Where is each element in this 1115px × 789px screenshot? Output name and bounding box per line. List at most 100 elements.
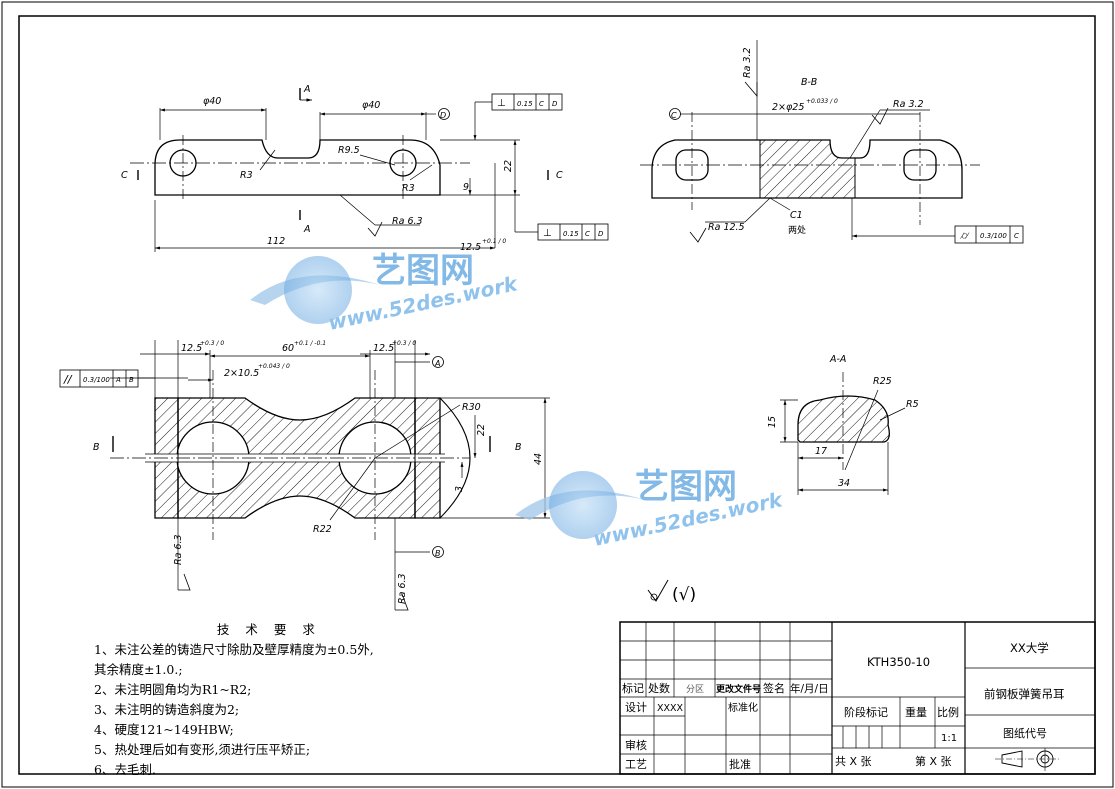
tb-drawing-code: 图纸代号 [1003, 727, 1047, 740]
dim-3: 3 [454, 486, 465, 492]
top-view-labels: φ40 φ40 A A C C R3 R3 R9.5 9 22 112 12.5… [121, 84, 604, 253]
tb-sheet-no: 第 X 张 [915, 754, 952, 768]
fcf-plan-datum2: B [129, 376, 134, 384]
dim-12-5-right-tol: +0.3 / 0 [392, 340, 416, 347]
watermark-brand-upper: 艺图网 [372, 251, 474, 291]
fcf-bottom-tol: 0.15 [563, 230, 579, 238]
tech-req-line-6: 5、热处理后如有变形,须进行压平矫正; [94, 742, 311, 757]
tb-weight: 重量 [905, 705, 927, 719]
tb-count: 处数 [648, 682, 670, 695]
hole-dim-bb: 2×φ25 [772, 102, 804, 113]
tb-code: KTH350-10 [867, 655, 930, 669]
fcf-plan-datum1: A [115, 376, 121, 384]
dim-44: 44 [533, 453, 544, 465]
tb-approve: 批准 [729, 757, 751, 771]
hole-tol-bb: +0.033 / 0 [806, 98, 838, 105]
fcf-top-tol: 0.15 [517, 100, 533, 108]
dim-112: 112 [267, 236, 285, 247]
datum-b: B [435, 549, 441, 558]
section-label-c-right: C [556, 170, 563, 181]
ra-3-2-right: Ra 3.2 [893, 99, 924, 110]
inner-frame [18, 15, 1096, 775]
dim-34: 34 [838, 478, 850, 489]
hole-dim-plan: 2×10.5 [224, 368, 259, 379]
title-block [619, 621, 1096, 775]
watermark-brand-lower: 艺图网 [635, 467, 737, 507]
dim-r5: R5 [906, 399, 919, 410]
general-roughness-note: (√) [672, 585, 696, 605]
datum-a: A [434, 359, 440, 368]
dim-r3-left: R3 [240, 170, 253, 181]
tb-scale: 1:1 [941, 733, 957, 744]
section-aa [780, 372, 906, 495]
fcf-plan-sym: // [63, 373, 73, 386]
dim-12-5-left-tol: +0.3 / 0 [200, 340, 224, 347]
tb-mark: 标记 [622, 681, 644, 695]
datum-d: D [440, 111, 446, 120]
fcf-bottom-sym: ⊥ [543, 228, 552, 239]
tech-req-line-1: 1、未注公差的铸造尺寸除肋及壁厚精度为±0.5外, [94, 642, 374, 657]
fcf-top-sym: ⊥ [497, 98, 506, 109]
watermark-lower: 艺图网 www.52des.work [515, 467, 786, 551]
dim-12-5: 12.5 [460, 242, 481, 253]
dim-r3-right: R3 [402, 183, 415, 194]
plan-view-dims [59, 340, 550, 611]
dim-15: 15 [767, 416, 778, 428]
fcf-bottom-datum1: C [585, 230, 590, 238]
ra-12-5: Ra 12.5 [708, 222, 745, 233]
plan-view [110, 370, 471, 540]
tb-university: XX大学 [1010, 641, 1049, 655]
tb-process: 工艺 [625, 758, 647, 771]
tb-sheets-total: 共 X 张 [835, 755, 872, 768]
top-view [130, 88, 609, 252]
dim-r95: R9.5 [338, 145, 360, 156]
section-aa-labels: A-A R25 R5 15 17 34 [767, 354, 919, 489]
fcf-bb-datum: C [1014, 232, 1019, 240]
tb-change-doc: 更改文件号 [716, 683, 761, 695]
tb-sign: 签名 [763, 681, 785, 695]
chamfer-c1: C1 [790, 210, 803, 221]
ra-6-3-left: Ra 6.3 [173, 534, 184, 565]
tech-req-title: 技 术 要 求 [216, 622, 321, 637]
title-block-text: 标记 处数 分区 更改文件号 签名 年/月/日 设计 XXXX 标准化 审核 工… [622, 641, 1065, 771]
section-bb [640, 40, 1024, 244]
fcf-bottom-datum2: D [598, 230, 604, 238]
tech-req-line-2: 其余精度±1.0.; [94, 662, 183, 677]
dim-60: 60 [282, 343, 294, 354]
tb-zone: 分区 [686, 684, 704, 695]
dim-phi40-left: φ40 [203, 96, 221, 107]
datum-c: C [671, 111, 677, 120]
general-roughness: (√) [647, 579, 696, 605]
dim-12-5-tol: +0.1 / 0 [482, 238, 506, 245]
ra-6-3-right: Ra 6.3 [397, 573, 408, 604]
dim-22: 22 [503, 160, 514, 172]
section-aa-title: A-A [829, 354, 846, 365]
hole-tol-plan: +0.043 / 0 [258, 363, 290, 370]
dim-12-5-right: 12.5 [373, 343, 394, 354]
tb-standardize: 标准化 [728, 701, 758, 714]
tb-stage-mark: 阶段标记 [844, 705, 888, 719]
dim-phi40-right: φ40 [362, 100, 380, 111]
section-bb-title: B-B [801, 77, 817, 88]
tb-scale-label: 比例 [937, 705, 959, 719]
tb-design: 设计 [625, 701, 647, 714]
fcf-plan-tol: 0.3/100 [83, 376, 110, 384]
fcf-bb-tol: 0.3/100 [980, 232, 1007, 240]
dim-r22: R22 [313, 524, 332, 535]
section-label-b-right: B [515, 442, 522, 453]
tb-designer: XXXX [657, 703, 684, 714]
dim-60-tol: +0.1 / -0.1 [294, 340, 326, 347]
tb-date: 年/月/日 [790, 682, 829, 695]
dim-22-plan: 22 [476, 424, 487, 436]
tech-req-line-5: 4、硬度121~149HBW; [94, 722, 234, 737]
section-bb-labels: B-B Ra 3.2 Ra 3.2 Ra 12.5 2×φ25 +0.033 /… [671, 47, 1019, 242]
dim-r25: R25 [873, 376, 892, 387]
dim-17: 17 [815, 446, 827, 457]
technical-requirements: 技 术 要 求 1、未注公差的铸造尺寸除肋及壁厚精度为±0.5外, 其余精度±1… [94, 620, 374, 780]
section-label-c-left: C [121, 170, 128, 181]
tb-review: 审核 [625, 738, 647, 752]
tech-req-line-4: 3、未注明的铸造斜度为2; [94, 702, 240, 717]
